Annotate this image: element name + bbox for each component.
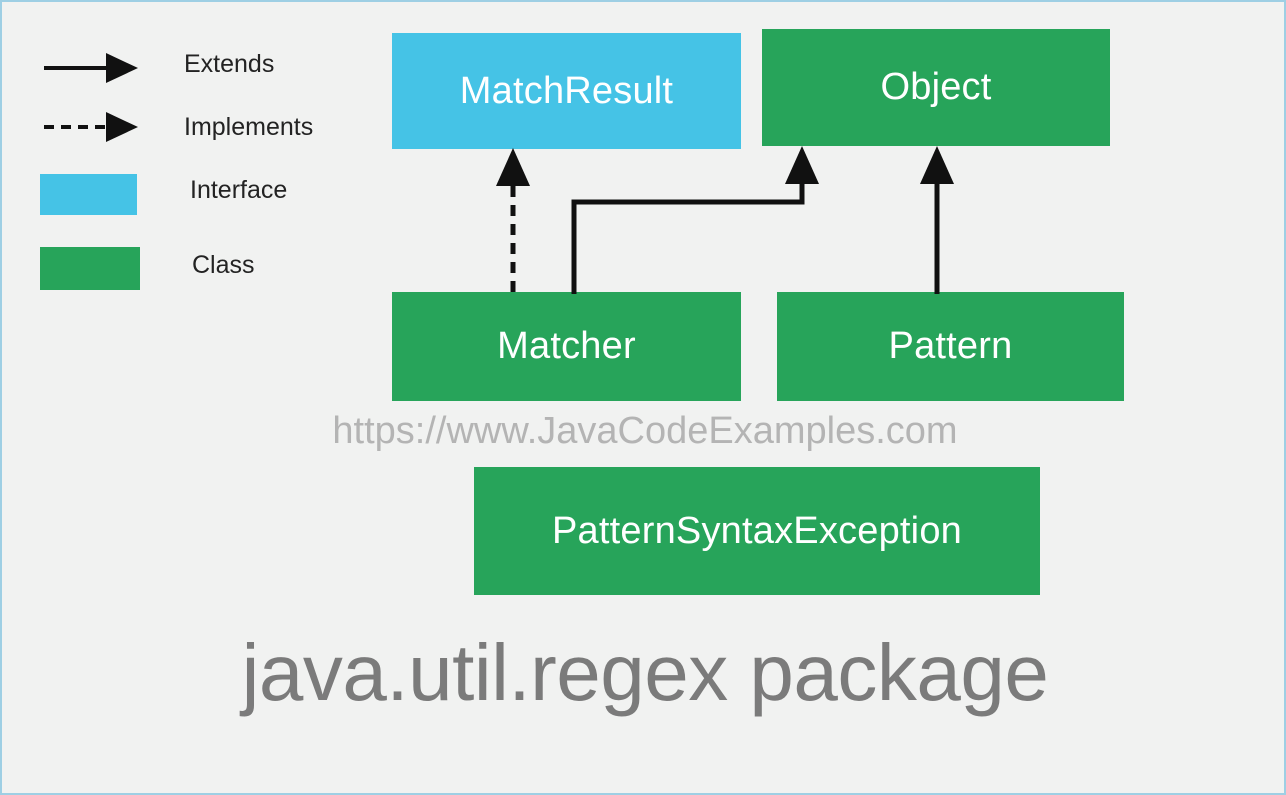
node-label: Pattern <box>888 325 1013 367</box>
node-pattern[interactable]: Pattern <box>777 292 1124 401</box>
node-object[interactable]: Object <box>762 29 1110 146</box>
node-matchresult[interactable]: MatchResult <box>392 33 741 149</box>
node-label: Object <box>880 66 992 108</box>
page-title: java.util.regex package <box>241 628 1049 717</box>
connector-matcher-implements-matchresult <box>496 148 530 292</box>
watermark: https://www.JavaCodeExamples.com <box>332 410 958 452</box>
connector-matcher-extends-object <box>571 146 819 294</box>
interface-color-swatch <box>40 174 137 215</box>
node-label: MatchResult <box>459 69 674 112</box>
legend-label-interface: Interface <box>190 176 288 204</box>
node-patternsyntaxexception[interactable]: PatternSyntaxException <box>474 467 1040 595</box>
solid-arrow-icon <box>44 53 138 83</box>
node-label: PatternSyntaxException <box>552 509 962 552</box>
dashed-arrow-icon <box>44 112 138 142</box>
legend-label-extends: Extends <box>184 50 275 78</box>
legend-label-implements: Implements <box>184 113 314 141</box>
connector-pattern-extends-object <box>920 146 954 294</box>
class-color-swatch <box>40 247 140 290</box>
node-matcher[interactable]: Matcher <box>392 292 741 401</box>
node-label: Matcher <box>497 325 636 367</box>
legend-label-class: Class <box>192 251 255 279</box>
